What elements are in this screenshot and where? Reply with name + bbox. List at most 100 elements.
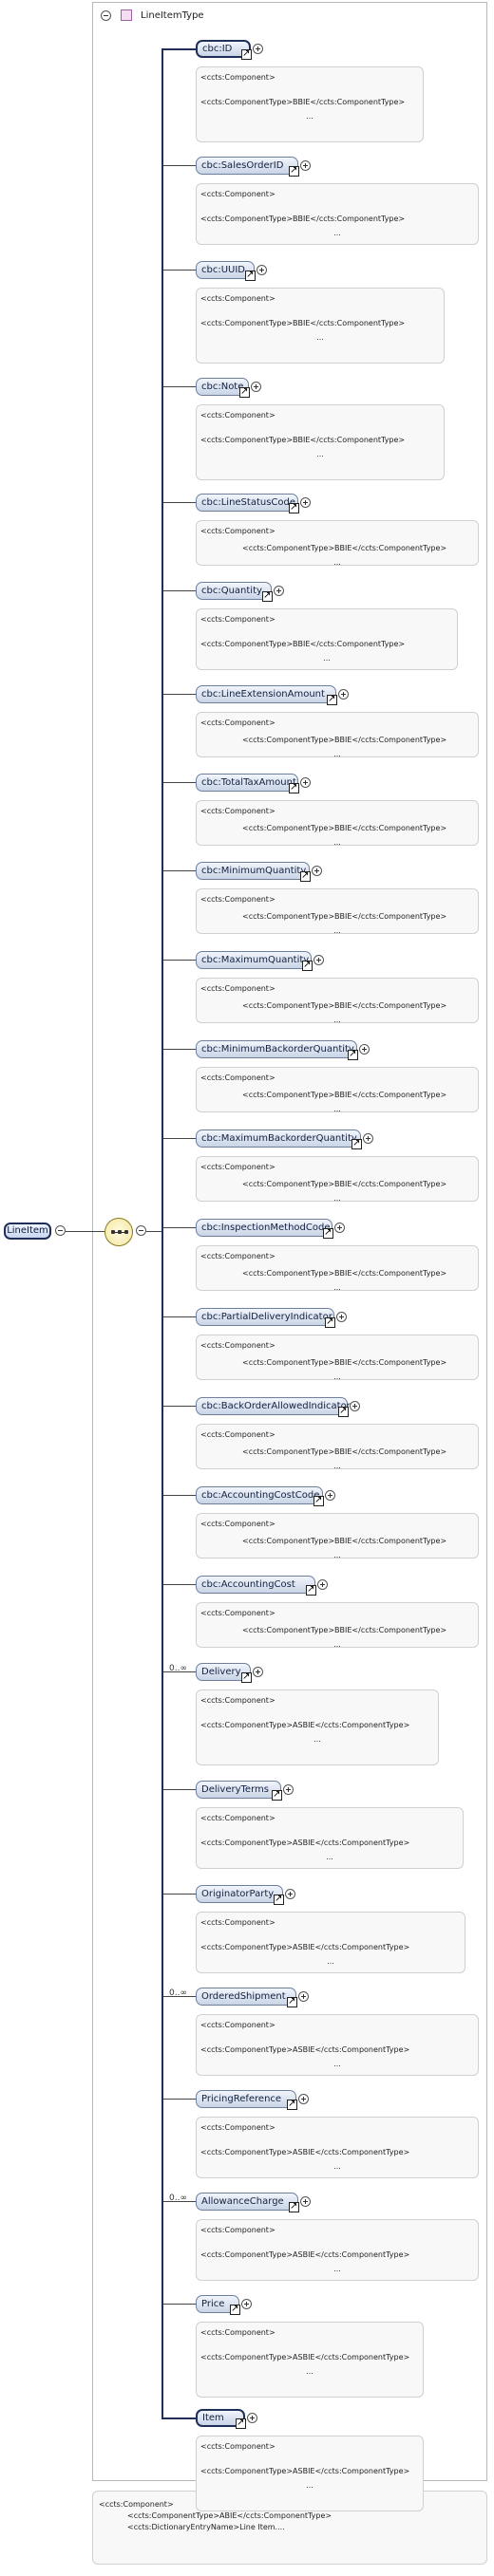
connector-accounting-cost: [162, 1584, 196, 1585]
annotation-component-tag: <ccts:Component>: [200, 719, 276, 727]
element-minimum-quantity[interactable]: cbc:MinimumQuantity: [196, 862, 310, 880]
sequence-compositor-icon[interactable]: [104, 1218, 133, 1246]
reference-arrow-icon: [262, 589, 273, 603]
annotation-component-tag: <ccts:Component>: [200, 2021, 276, 2029]
element-ordered-shipment[interactable]: OrderedShipment: [196, 1988, 296, 2006]
expand-quantity-icon[interactable]: [274, 586, 284, 596]
element-delivery-terms[interactable]: DeliveryTerms: [196, 1781, 281, 1799]
sequence-connector-line: [146, 1231, 162, 1232]
annotation-component-tag: <ccts:Component>: [200, 1073, 276, 1082]
expand-delivery-terms-icon[interactable]: [283, 1784, 294, 1795]
element-back-order-allowed-indicator[interactable]: cbc:BackOrderAllowedIndicator: [196, 1397, 351, 1415]
annotation-more: ...: [333, 1551, 341, 1559]
element-line-status-code[interactable]: cbc:LineStatusCode: [196, 494, 298, 512]
expand-note-icon[interactable]: [251, 382, 261, 392]
connector-total-tax-amount: [162, 782, 196, 783]
element-price[interactable]: Price: [196, 2295, 239, 2313]
expand-pricing-reference-icon[interactable]: [298, 2094, 309, 2104]
reference-arrow-icon: [245, 269, 256, 282]
annotation-more: ...: [333, 1640, 341, 1648]
reference-arrow-icon: [230, 2303, 240, 2316]
element-item[interactable]: Item: [196, 2409, 245, 2427]
type-annotation-line-3: <ccts:DictionaryEntryName>Line Item....: [127, 2523, 285, 2531]
element-total-tax-amount[interactable]: cbc:TotalTaxAmount: [196, 774, 298, 792]
expand-total-tax-amount-icon[interactable]: [300, 777, 311, 788]
annotation-component-type: <ccts:ComponentType>BBIE</ccts:Component…: [200, 98, 406, 106]
annotation-minimum-backorder-quantity: <ccts:Component><ccts:ComponentType>BBIE…: [196, 1067, 479, 1112]
expand-uuid-icon[interactable]: [256, 265, 267, 275]
element-sales-order-id[interactable]: cbc:SalesOrderID: [196, 157, 298, 175]
connector-sales-order-id: [162, 165, 196, 166]
annotation-total-tax-amount: <ccts:Component><ccts:ComponentType>BBIE…: [196, 800, 479, 846]
expand-ordered-shipment-icon[interactable]: [298, 1991, 309, 2002]
element-line-extension-amount[interactable]: cbc:LineExtensionAmount: [196, 685, 336, 703]
annotation-id: <ccts:Component><ccts:ComponentType>BBIE…: [196, 66, 424, 142]
annotation-more: ...: [333, 229, 341, 237]
element-accounting-cost-code[interactable]: cbc:AccountingCostCode: [196, 1486, 323, 1504]
annotation-line-status-code: <ccts:Component><ccts:ComponentType>BBIE…: [196, 520, 479, 566]
expand-delivery-icon[interactable]: [253, 1667, 263, 1677]
connector-id: [162, 48, 196, 50]
annotation-component-tag: <ccts:Component>: [200, 1341, 276, 1350]
expand-price-icon[interactable]: [241, 2299, 252, 2309]
reference-arrow-icon: [302, 959, 313, 972]
root-element-line-item[interactable]: LineItem: [4, 1223, 51, 1240]
element-delivery[interactable]: Delivery: [196, 1663, 251, 1681]
expand-maximum-quantity-icon[interactable]: [314, 955, 324, 965]
type-header: LineItemType: [101, 8, 204, 23]
collapse-sequence-icon[interactable]: [136, 1225, 146, 1236]
element-partial-delivery-indicator[interactable]: cbc:PartialDeliveryIndicator: [196, 1308, 334, 1326]
element-quantity[interactable]: cbc:Quantity: [196, 582, 272, 600]
reference-arrow-icon: [314, 1494, 324, 1507]
reference-arrow-icon: [325, 1316, 335, 1329]
expand-partial-delivery-indicator-icon[interactable]: [336, 1312, 347, 1322]
expand-accounting-cost-icon[interactable]: [317, 1579, 328, 1590]
element-allowance-charge[interactable]: AllowanceCharge: [196, 2193, 298, 2211]
annotation-quantity: <ccts:Component><ccts:ComponentType>BBIE…: [196, 608, 458, 670]
annotation-note: <ccts:Component><ccts:ComponentType>BBIE…: [196, 404, 445, 480]
connector-delivery-terms: [162, 1789, 196, 1790]
expand-item-icon[interactable]: [247, 2413, 257, 2423]
element-accounting-cost[interactable]: cbc:AccountingCost: [196, 1576, 315, 1594]
element-pricing-reference[interactable]: PricingReference: [196, 2090, 296, 2108]
annotation-maximum-quantity: <ccts:Component><ccts:ComponentType>BBIE…: [196, 978, 479, 1023]
annotation-component-type: <ccts:ComponentType>BBIE</ccts:Component…: [242, 1537, 447, 1545]
expand-minimum-quantity-icon[interactable]: [312, 866, 322, 876]
annotation-component-type: <ccts:ComponentType>BBIE</ccts:Component…: [242, 1358, 447, 1367]
collapse-root-icon[interactable]: [55, 1225, 66, 1236]
annotation-back-order-allowed-indicator: <ccts:Component><ccts:ComponentType>BBIE…: [196, 1424, 479, 1469]
connector-back-order-allowed-indicator: [162, 1406, 196, 1407]
reference-arrow-icon: [306, 1583, 316, 1596]
expand-back-order-allowed-indicator-icon[interactable]: [350, 1401, 360, 1411]
expand-sales-order-id-icon[interactable]: [300, 160, 311, 171]
expand-id-icon[interactable]: [253, 44, 263, 54]
expand-maximum-backorder-quantity-icon[interactable]: [363, 1133, 373, 1144]
expand-line-extension-amount-icon[interactable]: [338, 689, 349, 700]
expand-minimum-backorder-quantity-icon[interactable]: [359, 1044, 370, 1055]
annotation-component-type: <ccts:ComponentType>BBIE</ccts:Component…: [242, 1626, 447, 1634]
element-maximum-backorder-quantity[interactable]: cbc:MaximumBackorderQuantity: [196, 1129, 361, 1148]
annotation-component-type: <ccts:ComponentType>BBIE</ccts:Component…: [242, 824, 447, 832]
element-minimum-backorder-quantity[interactable]: cbc:MinimumBackorderQuantity: [196, 1040, 357, 1058]
reference-arrow-icon: [352, 1137, 362, 1150]
annotation-more: ...: [333, 1283, 341, 1291]
element-originator-party[interactable]: OriginatorParty: [196, 1885, 283, 1903]
annotation-more: ...: [327, 1957, 334, 1966]
expand-originator-party-icon[interactable]: [285, 1889, 295, 1899]
element-maximum-quantity[interactable]: cbc:MaximumQuantity: [196, 951, 312, 969]
annotation-component-type: <ccts:ComponentType>ASBIE</ccts:Componen…: [200, 1943, 410, 1951]
element-uuid[interactable]: cbc:UUID: [196, 261, 255, 279]
collapse-type-icon[interactable]: [101, 9, 111, 21]
expand-accounting-cost-code-icon[interactable]: [325, 1490, 335, 1501]
annotation-component-tag: <ccts:Component>: [200, 1609, 276, 1617]
expand-line-status-code-icon[interactable]: [300, 497, 311, 508]
annotation-component-type: <ccts:ComponentType>BBIE</ccts:Component…: [242, 544, 447, 552]
expand-allowance-charge-icon[interactable]: [300, 2196, 311, 2207]
annotation-more: ...: [316, 333, 324, 342]
connector-quantity: [162, 590, 196, 591]
annotation-component-tag: <ccts:Component>: [200, 1918, 276, 1927]
annotation-component-tag: <ccts:Component>: [200, 1520, 276, 1528]
expand-inspection-method-code-icon[interactable]: [334, 1223, 345, 1233]
annotation-originator-party: <ccts:Component> <ccts:ComponentType>ASBI…: [196, 1912, 466, 1973]
element-inspection-method-code[interactable]: cbc:InspectionMethodCode: [196, 1219, 332, 1237]
